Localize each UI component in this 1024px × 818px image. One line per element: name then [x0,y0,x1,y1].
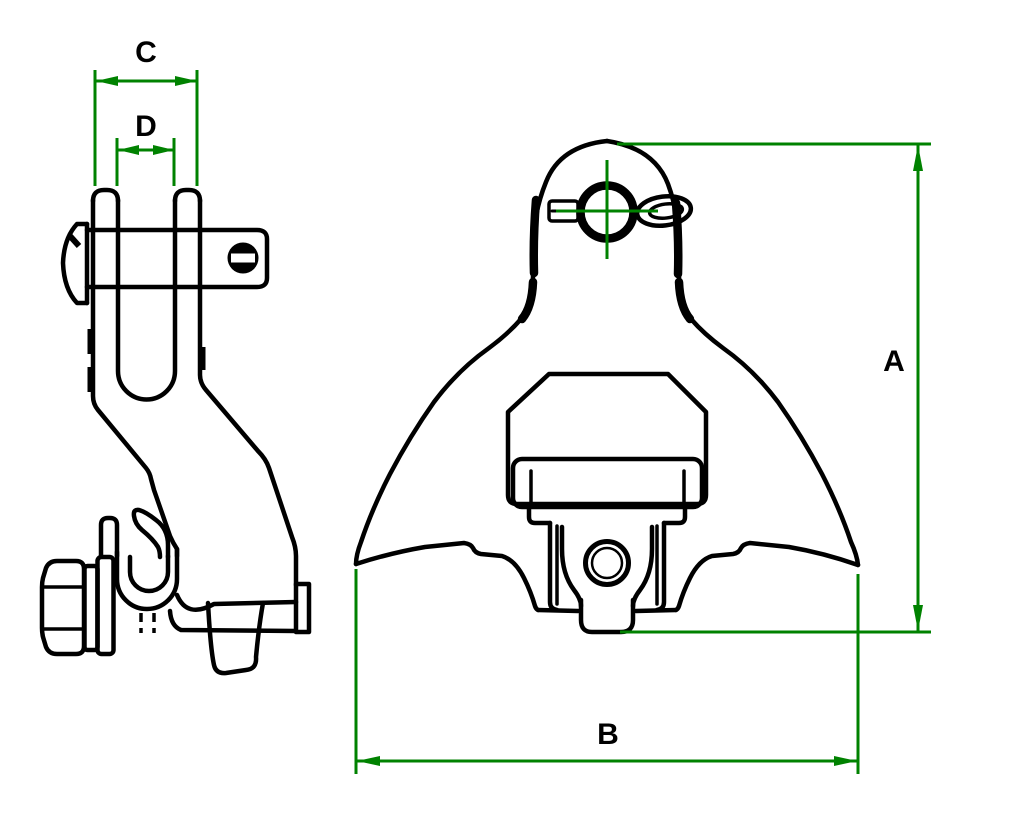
dim-d-label: D [135,110,157,143]
base-step-right [661,504,688,526]
side-plate [95,554,116,657]
pin-head-chamfer-mark [67,233,82,249]
hook-lip [98,515,120,559]
front-view [353,138,861,635]
hook-inner [127,553,171,594]
dimension-C: C [93,36,199,186]
bracket-outer-right [654,520,667,613]
body-left-edge [90,197,180,559]
pin-end-slot [231,253,255,263]
dim-b-label: B [597,718,619,751]
front-outline-left [353,138,610,567]
clevis-right-prong-cap [172,187,203,204]
dim-d-arrow-right [153,145,174,155]
strap-bottom-edge [167,608,299,634]
shade-right-dome [671,198,683,279]
body-right-edge [197,197,299,588]
bracket-outer-left [547,520,560,613]
dim-c-arrow-right [175,76,197,86]
hex-bolt-head [39,558,87,657]
base-step-left [526,504,553,526]
clevis-pin [84,227,270,290]
bottom-tab [578,597,636,635]
dim-a-arrow-bottom [913,605,923,631]
strap-end-cap [293,581,312,635]
dimension-D: D [115,110,176,186]
keeper-tab [205,600,266,676]
shade-right-neck [674,277,695,324]
wing-underside-left [353,540,541,613]
dimension-A: A [617,142,931,634]
hook-curl [131,507,171,560]
dim-c-label: C [135,36,157,69]
cotter-pin-eye-inner [647,202,685,220]
strap-top-edge [174,592,299,613]
bracket-hole-outer [583,539,631,587]
shade-left-dome [529,195,541,278]
dim-a-arrow-top [913,145,923,171]
cotter-pin-eye-outer [634,193,694,229]
dim-b-arrow-right [834,756,857,766]
wing-underside-right [673,540,861,613]
dimension-B: B [354,569,860,774]
pin-head-dome [60,221,90,306]
dim-a-label: A [883,345,905,378]
clevis-slot [115,197,178,402]
side-view [39,187,312,676]
liner-bar [510,456,705,510]
hook-outer [114,546,180,612]
clevis-left-prong-cap [90,187,121,204]
clamp-cap [505,371,709,507]
shade-left-neck [517,277,538,324]
dim-c-arrow-left [96,76,118,86]
dim-b-arrow-left [357,756,380,766]
bracket-hole-inner [590,546,624,580]
dim-d-arrow-left [118,145,139,155]
bracket-plate-curve-left [559,524,584,609]
bracket-plate-curve-right [630,524,655,609]
